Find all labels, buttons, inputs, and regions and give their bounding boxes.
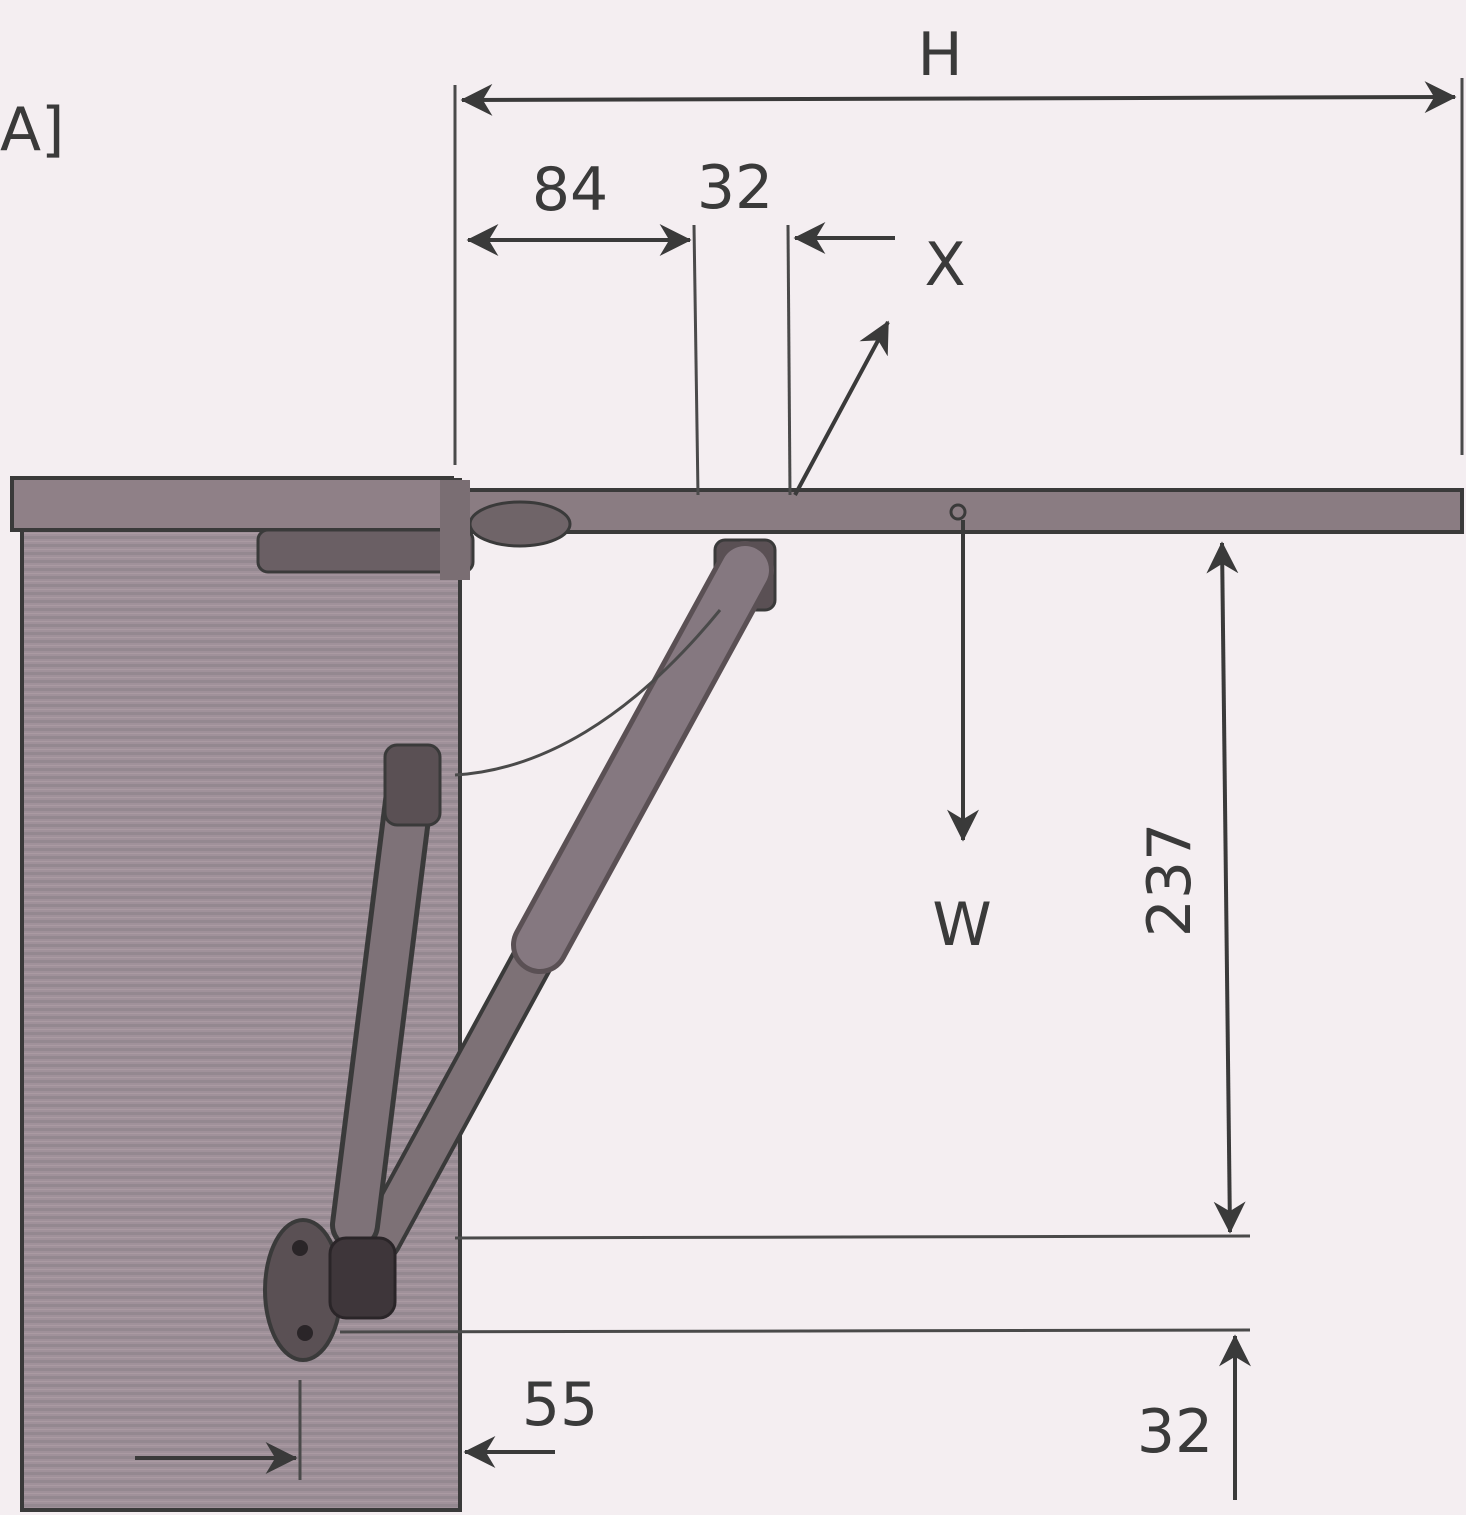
force-w: W	[932, 520, 992, 960]
dimension-32-top: 32	[697, 153, 895, 496]
label-w: W	[932, 890, 991, 960]
dimension-84: 84	[466, 155, 700, 496]
figure-label: A]	[0, 95, 64, 165]
bottom-mount	[263, 1218, 397, 1362]
hinge	[256, 480, 572, 580]
lid-panel	[450, 488, 1464, 534]
label-h: H	[917, 20, 962, 90]
label-32-top: 32	[697, 153, 773, 223]
stay-arm	[330, 743, 442, 1250]
label-32-bottom: 32	[1137, 1397, 1213, 1467]
gas-strut	[358, 541, 774, 1262]
label-x: X	[924, 230, 965, 300]
cable	[454, 609, 722, 777]
dimension-55: 55	[135, 1370, 598, 1480]
dimension-h: H	[453, 20, 1464, 465]
dimension-32-bottom: 32	[339, 1328, 1251, 1500]
label-237: 237	[1135, 823, 1205, 938]
label-84: 84	[532, 155, 608, 225]
force-x: X	[793, 230, 966, 496]
dimension-237: 237	[454, 541, 1251, 1240]
label-55: 55	[522, 1370, 598, 1440]
